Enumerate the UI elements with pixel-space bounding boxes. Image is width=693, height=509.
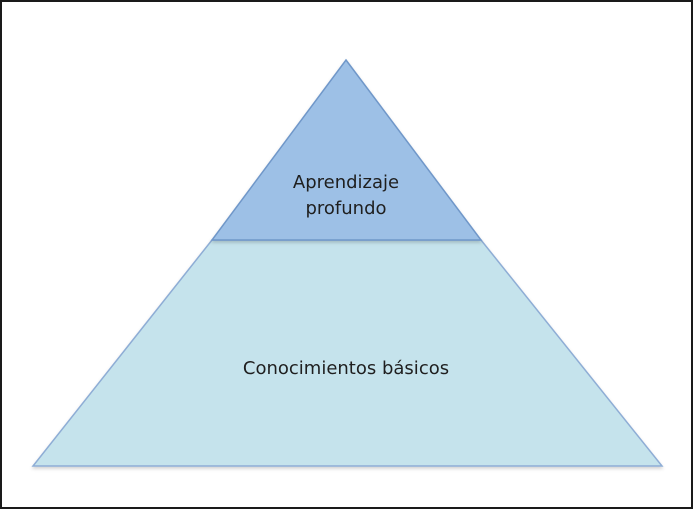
base-level-label: Conocimientos básicos: [242, 358, 450, 379]
pyramid-top-level: [210, 58, 483, 241]
top-level-label-line1: Aprendizaje: [292, 172, 400, 193]
top-level-label: Aprendizaje profundo: [246, 170, 446, 222]
top-level-label-line2: profundo: [305, 198, 387, 219]
pyramid-base-level: [31, 239, 664, 467]
